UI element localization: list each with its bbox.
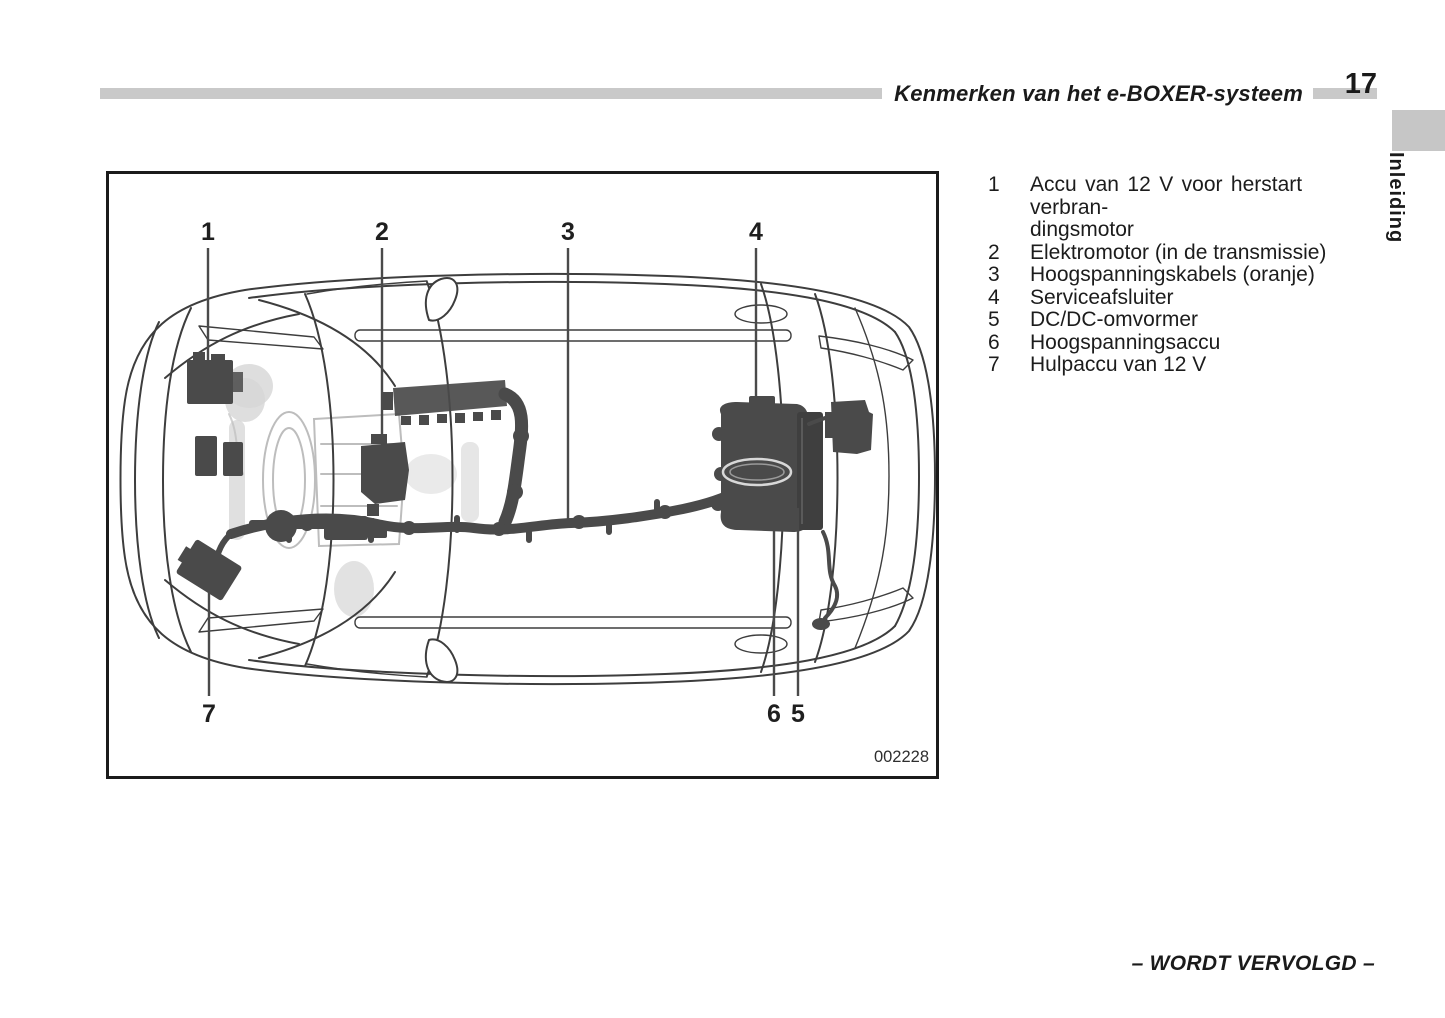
car-top-view-illustration: 1 2 3 4 7 6 5 002228	[119, 218, 936, 766]
component-dcdc-converter	[797, 412, 823, 530]
header-rule-bar	[100, 88, 1377, 99]
legend-item: 7 Hulpaccu van 12 V	[988, 353, 1380, 377]
component-rear-unit	[807, 400, 873, 630]
legend-item-number: 7	[988, 353, 1000, 376]
callout-numbers: 1 2 3 4 7 6 5	[201, 218, 805, 728]
callout-number-4: 4	[749, 218, 763, 246]
component-cable-loop	[498, 387, 529, 529]
callout-number-5: 5	[791, 700, 805, 728]
legend-item-text: DC/DC-omvormer	[1030, 308, 1198, 331]
legend-item: 3 Hoogspanningskabels (oranje)	[988, 263, 1380, 287]
component-aux-battery	[176, 539, 242, 601]
legend-item-text: Serviceafsluiter	[1030, 285, 1174, 309]
callout-number-1: 1	[201, 218, 215, 246]
legend-item-number: 3	[988, 263, 1000, 286]
legend-item-number: 6	[988, 330, 1000, 354]
footer-continuation: – WORDT VERVOLGD –	[1131, 952, 1375, 975]
callout-number-3: 3	[561, 218, 575, 246]
legend-item-text: Hoogspanningsaccu	[1030, 330, 1221, 354]
page-number: 17	[1344, 68, 1377, 100]
legend-item: 6 Hoogspanningsaccu	[988, 330, 1380, 355]
page-title: Kenmerken van het e-BOXER-systeem	[882, 79, 1313, 110]
component-hv-harness	[212, 485, 744, 569]
legend-item-number: 4	[988, 285, 1000, 309]
legend-item: 2 Elektromotor (in de transmissie)	[988, 240, 1380, 265]
component-electric-motor	[361, 434, 409, 516]
legend-item: 5 DC/DC-omvormer	[988, 308, 1380, 332]
section-tab-box	[1392, 110, 1445, 151]
legend-item: 1 Accu van 12 V voor herstart verbran-din…	[988, 173, 1380, 242]
component-restart-battery	[187, 352, 265, 422]
figure-frame: 1 2 3 4 7 6 5 002228	[106, 171, 939, 779]
legend-item-text: Hulpaccu van 12 V	[1030, 353, 1207, 376]
component-shapes	[176, 352, 873, 630]
component-hv-battery	[711, 396, 809, 532]
legend-item-number: 1	[988, 173, 1000, 196]
callout-number-7: 7	[202, 700, 216, 728]
component-engine-band	[381, 380, 507, 425]
legend-item-number: 5	[988, 308, 1000, 331]
legend-item-text: Elektromotor (in de transmissie)	[1030, 240, 1327, 264]
callout-lines	[206, 248, 800, 696]
section-tab-label: Inleiding	[1385, 152, 1407, 244]
legend-item-text: Accu van 12 V voor herstart verbran-ding…	[1030, 173, 1303, 241]
legend-list: 1 Accu van 12 V voor herstart verbran-din…	[988, 173, 1380, 377]
legend-item: 4 Serviceafsluiter	[988, 285, 1380, 310]
legend-item-number: 2	[988, 240, 1000, 264]
figure-code: 002228	[874, 748, 929, 766]
legend-item-text: Hoogspanningskabels (oranje)	[1030, 263, 1315, 286]
callout-number-2: 2	[375, 218, 389, 246]
callout-number-6: 6	[767, 700, 781, 728]
